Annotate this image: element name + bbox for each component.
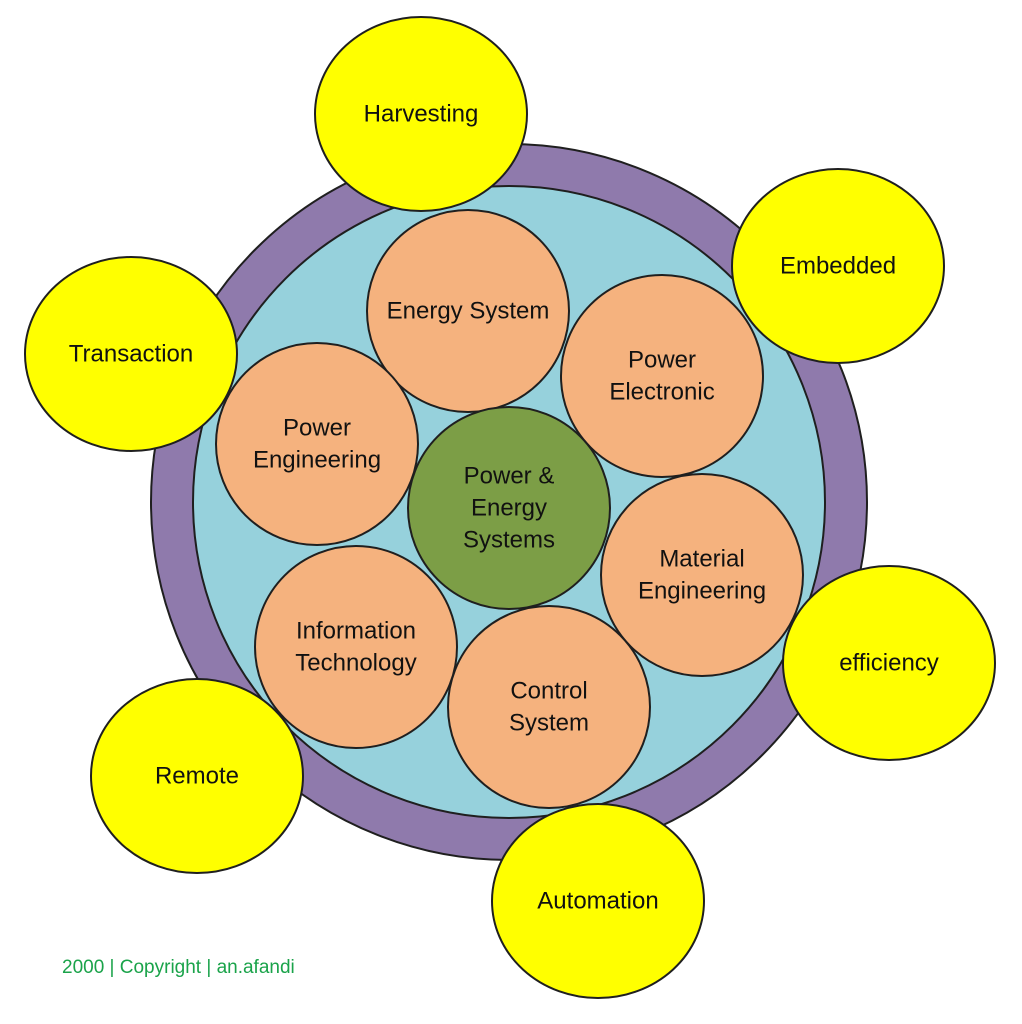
circle-power-electronic-shape	[560, 274, 764, 478]
outer-circle-efficiency-label: efficiency	[839, 650, 939, 677]
circle-information-technology-shape	[254, 545, 458, 749]
outer-circle-efficiency: efficiency	[782, 565, 996, 761]
circle-information-technology-label: Information	[296, 618, 416, 645]
circle-center-label: Power &	[464, 463, 555, 490]
circle-control-system-label: Control	[510, 678, 587, 705]
circle-power-electronic-label: Electronic	[609, 379, 714, 406]
circle-material-engineering-label: Engineering	[638, 578, 766, 605]
outer-circle-automation-shape	[491, 803, 705, 999]
circle-control-system-shape	[447, 605, 651, 809]
outer-circle-transaction-shape	[24, 256, 238, 452]
outer-circle-harvesting-shape	[314, 16, 528, 212]
circle-power-engineering-label: Power	[283, 415, 351, 442]
circle-control-system-label: System	[509, 710, 589, 737]
circle-information-technology-label: Technology	[295, 650, 416, 677]
circle-power-engineering-shape	[215, 342, 419, 546]
outer-circle-embedded-shape	[731, 168, 945, 364]
copyright-text: 2000 | Copyright | an.afandi	[62, 957, 295, 978]
outer-circle-automation: Automation	[491, 803, 705, 999]
circle-power-engineering-label: Engineering	[253, 447, 381, 474]
outer-circle-harvesting: Harvesting	[314, 16, 528, 212]
circle-material-engineering-shape	[600, 473, 804, 677]
outer-circle-efficiency-shape	[782, 565, 996, 761]
outer-circle-transaction: Transaction	[24, 256, 238, 452]
circle-energy-system-label: Energy System	[387, 298, 550, 325]
outer-circle-remote: Remote	[90, 678, 304, 874]
outer-circle-embedded-label: Embedded	[780, 253, 896, 280]
circle-power-electronic-label: Power	[628, 347, 696, 374]
outer-circle-remote-label: Remote	[155, 763, 239, 790]
circle-energy-system: Energy System	[366, 209, 570, 413]
inner-circles-group: Energy SystemPowerElectronicMaterialEngi…	[215, 209, 804, 809]
outer-circle-harvesting-label: Harvesting	[364, 101, 479, 128]
outer-circle-embedded: Embedded	[731, 168, 945, 364]
circle-center-label: Energy	[471, 495, 547, 522]
outer-circle-remote-shape	[90, 678, 304, 874]
circle-center-label: Systems	[463, 527, 555, 554]
outer-circle-transaction-label: Transaction	[69, 341, 194, 368]
circle-energy-system-shape	[366, 209, 570, 413]
circle-material-engineering-label: Material	[659, 546, 744, 573]
outer-circle-automation-label: Automation	[537, 888, 658, 915]
circle-center-shape	[407, 406, 611, 610]
